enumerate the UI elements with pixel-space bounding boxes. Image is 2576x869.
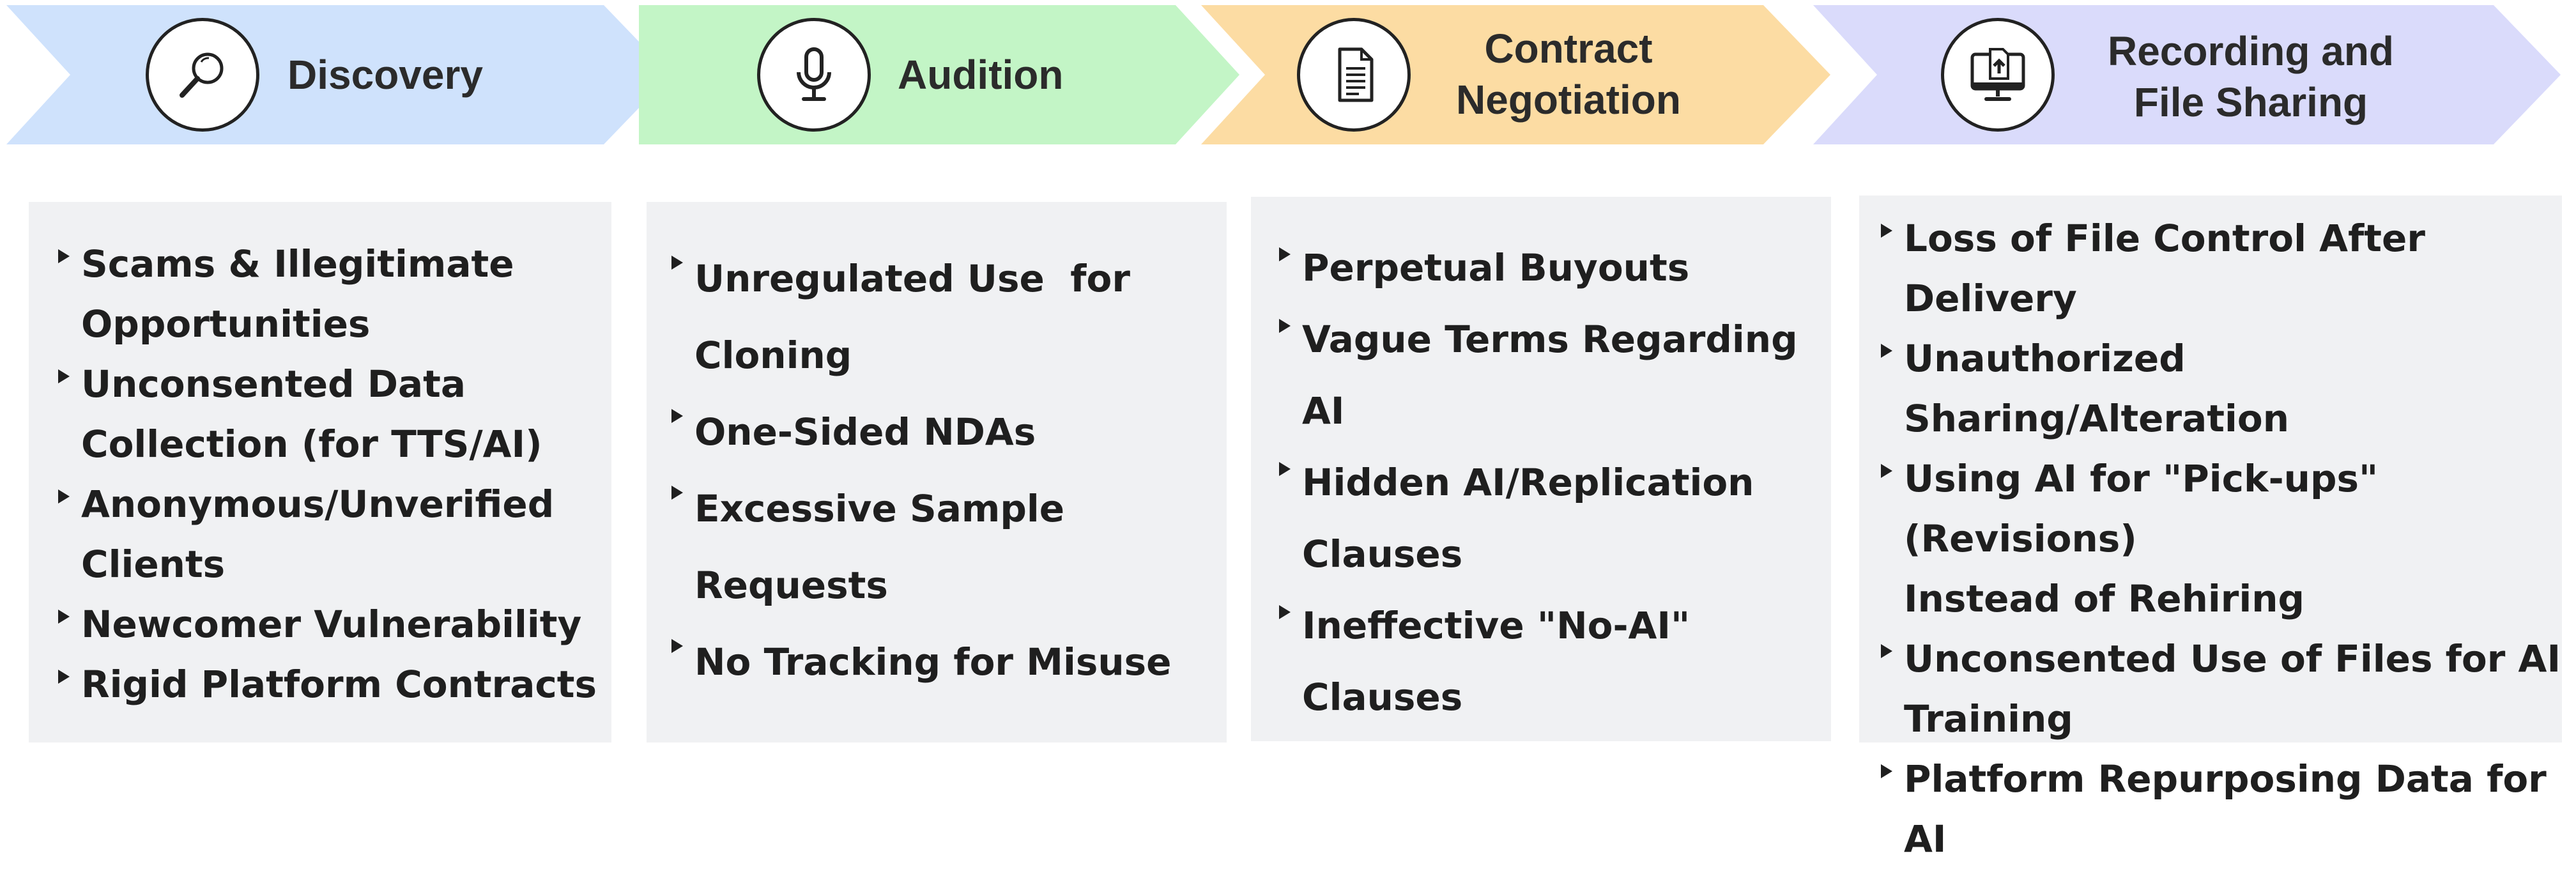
stage-recording-banner: Recording and File Sharing [1813, 5, 2561, 144]
list-item: Unauthorized Sharing/Alteration [1878, 328, 2562, 449]
list-item: No Tracking for Misuse [669, 624, 1227, 700]
stage-contract-panel: Perpetual Buyouts Vague Terms Regarding … [1251, 197, 1831, 741]
stage-discovery-icon-circle [146, 18, 259, 132]
stage-contract-title: Contract Negotiation [1456, 26, 1681, 123]
list-item: Newcomer Vulnerability [56, 594, 611, 654]
stage-discovery-banner: Discovery [6, 5, 671, 144]
list-item: Platform Repurposing Data for AI [1878, 749, 2562, 869]
document-icon [1338, 47, 1374, 102]
microphone-icon [797, 47, 831, 101]
stage-recording-panel: Loss of File Control After Delivery Unau… [1859, 196, 2562, 861]
list-item: Ineffective "No-AI"Clauses [1276, 590, 1831, 733]
list-item: Using AI for "Pick-ups"(Revisions)Instea… [1878, 449, 2562, 629]
list-item: Vague Terms Regarding AI [1276, 304, 1831, 447]
stage-contract-banner: Contract Negotiation [1201, 5, 1830, 144]
stage-audition-title: Audition [898, 52, 1064, 98]
magnifier-icon [180, 52, 224, 98]
list-item: Excessive Sample Requests [669, 470, 1227, 624]
list-item: Loss of File Control After Delivery [1878, 208, 2562, 328]
stage-audition-banner: Audition [639, 5, 1239, 144]
stage-recording-icon-circle [1941, 18, 2055, 132]
stage-audition-icon-circle [757, 18, 871, 132]
monitor-upload-icon [1970, 48, 2025, 101]
stage-recording-title: Recording and File Sharing [2107, 28, 2395, 125]
list-item: One-Sided NDAs [669, 394, 1227, 470]
list-item: Perpetual Buyouts [1276, 232, 1831, 304]
diagram: Discovery Audition [6, 5, 2562, 861]
stage-contract-icon-circle [1297, 18, 1411, 132]
stage-discovery-title: Discovery [288, 52, 483, 98]
list-item: Rigid Platform Contracts [56, 654, 611, 714]
